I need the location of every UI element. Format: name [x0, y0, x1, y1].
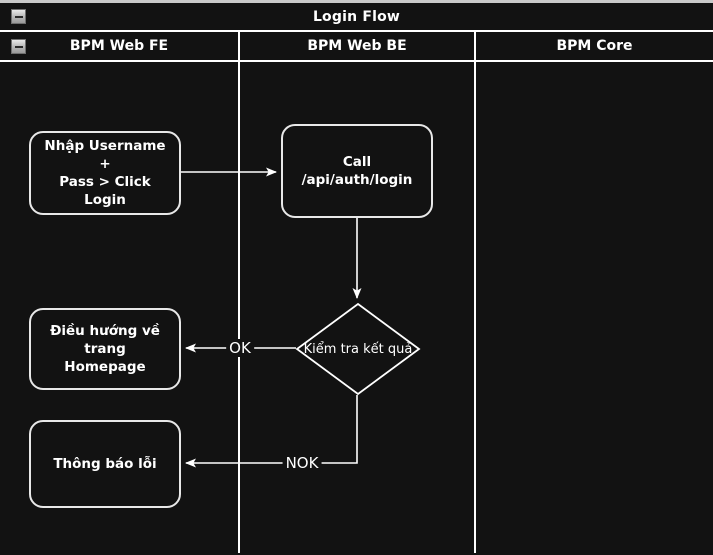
- node-label-n3: Kiểm tra kết quả: [303, 341, 413, 357]
- lane-header-core: BPM Core: [476, 32, 713, 62]
- pool-collapse-minus-icon[interactable]: [11, 9, 26, 24]
- node-show-error[interactable]: Thông báo lỗi: [29, 420, 181, 508]
- lane-fe-collapse-minus-icon[interactable]: [11, 39, 26, 54]
- lane-header-be: BPM Web BE: [240, 32, 503, 62]
- edge-label-ok: OK: [226, 339, 254, 357]
- node-check-result-decision[interactable]: Kiểm tra kết quả: [295, 302, 421, 396]
- lane-header-label-core: BPM Core: [556, 38, 633, 54]
- node-label-n1: Nhập Username +Pass > Click Login: [44, 137, 166, 209]
- lane-divider-fe-be: [238, 32, 240, 553]
- decision-diamond-shape: [295, 302, 421, 396]
- lane-header-label-be: BPM Web BE: [307, 38, 407, 54]
- edge-n3-n5-nok: [185, 395, 358, 468]
- lane-header-label-fe: BPM Web FE: [69, 38, 169, 54]
- node-input-credentials[interactable]: Nhập Username +Pass > Click Login: [29, 131, 181, 215]
- window-top-strip: [0, 0, 713, 3]
- lane-header-fe: BPM Web FE: [0, 32, 238, 62]
- node-label-n5: Thông báo lỗi: [53, 455, 157, 472]
- lane-divider-be-core: [474, 32, 476, 553]
- node-call-login-api[interactable]: Call /api/auth/login: [281, 124, 433, 218]
- pool-title-bar: Login Flow: [0, 3, 713, 32]
- node-label-n2: Call /api/auth/login: [301, 153, 413, 188]
- pool-title-label: Login Flow: [312, 8, 401, 25]
- edge-label-nok: NOK: [282, 454, 322, 472]
